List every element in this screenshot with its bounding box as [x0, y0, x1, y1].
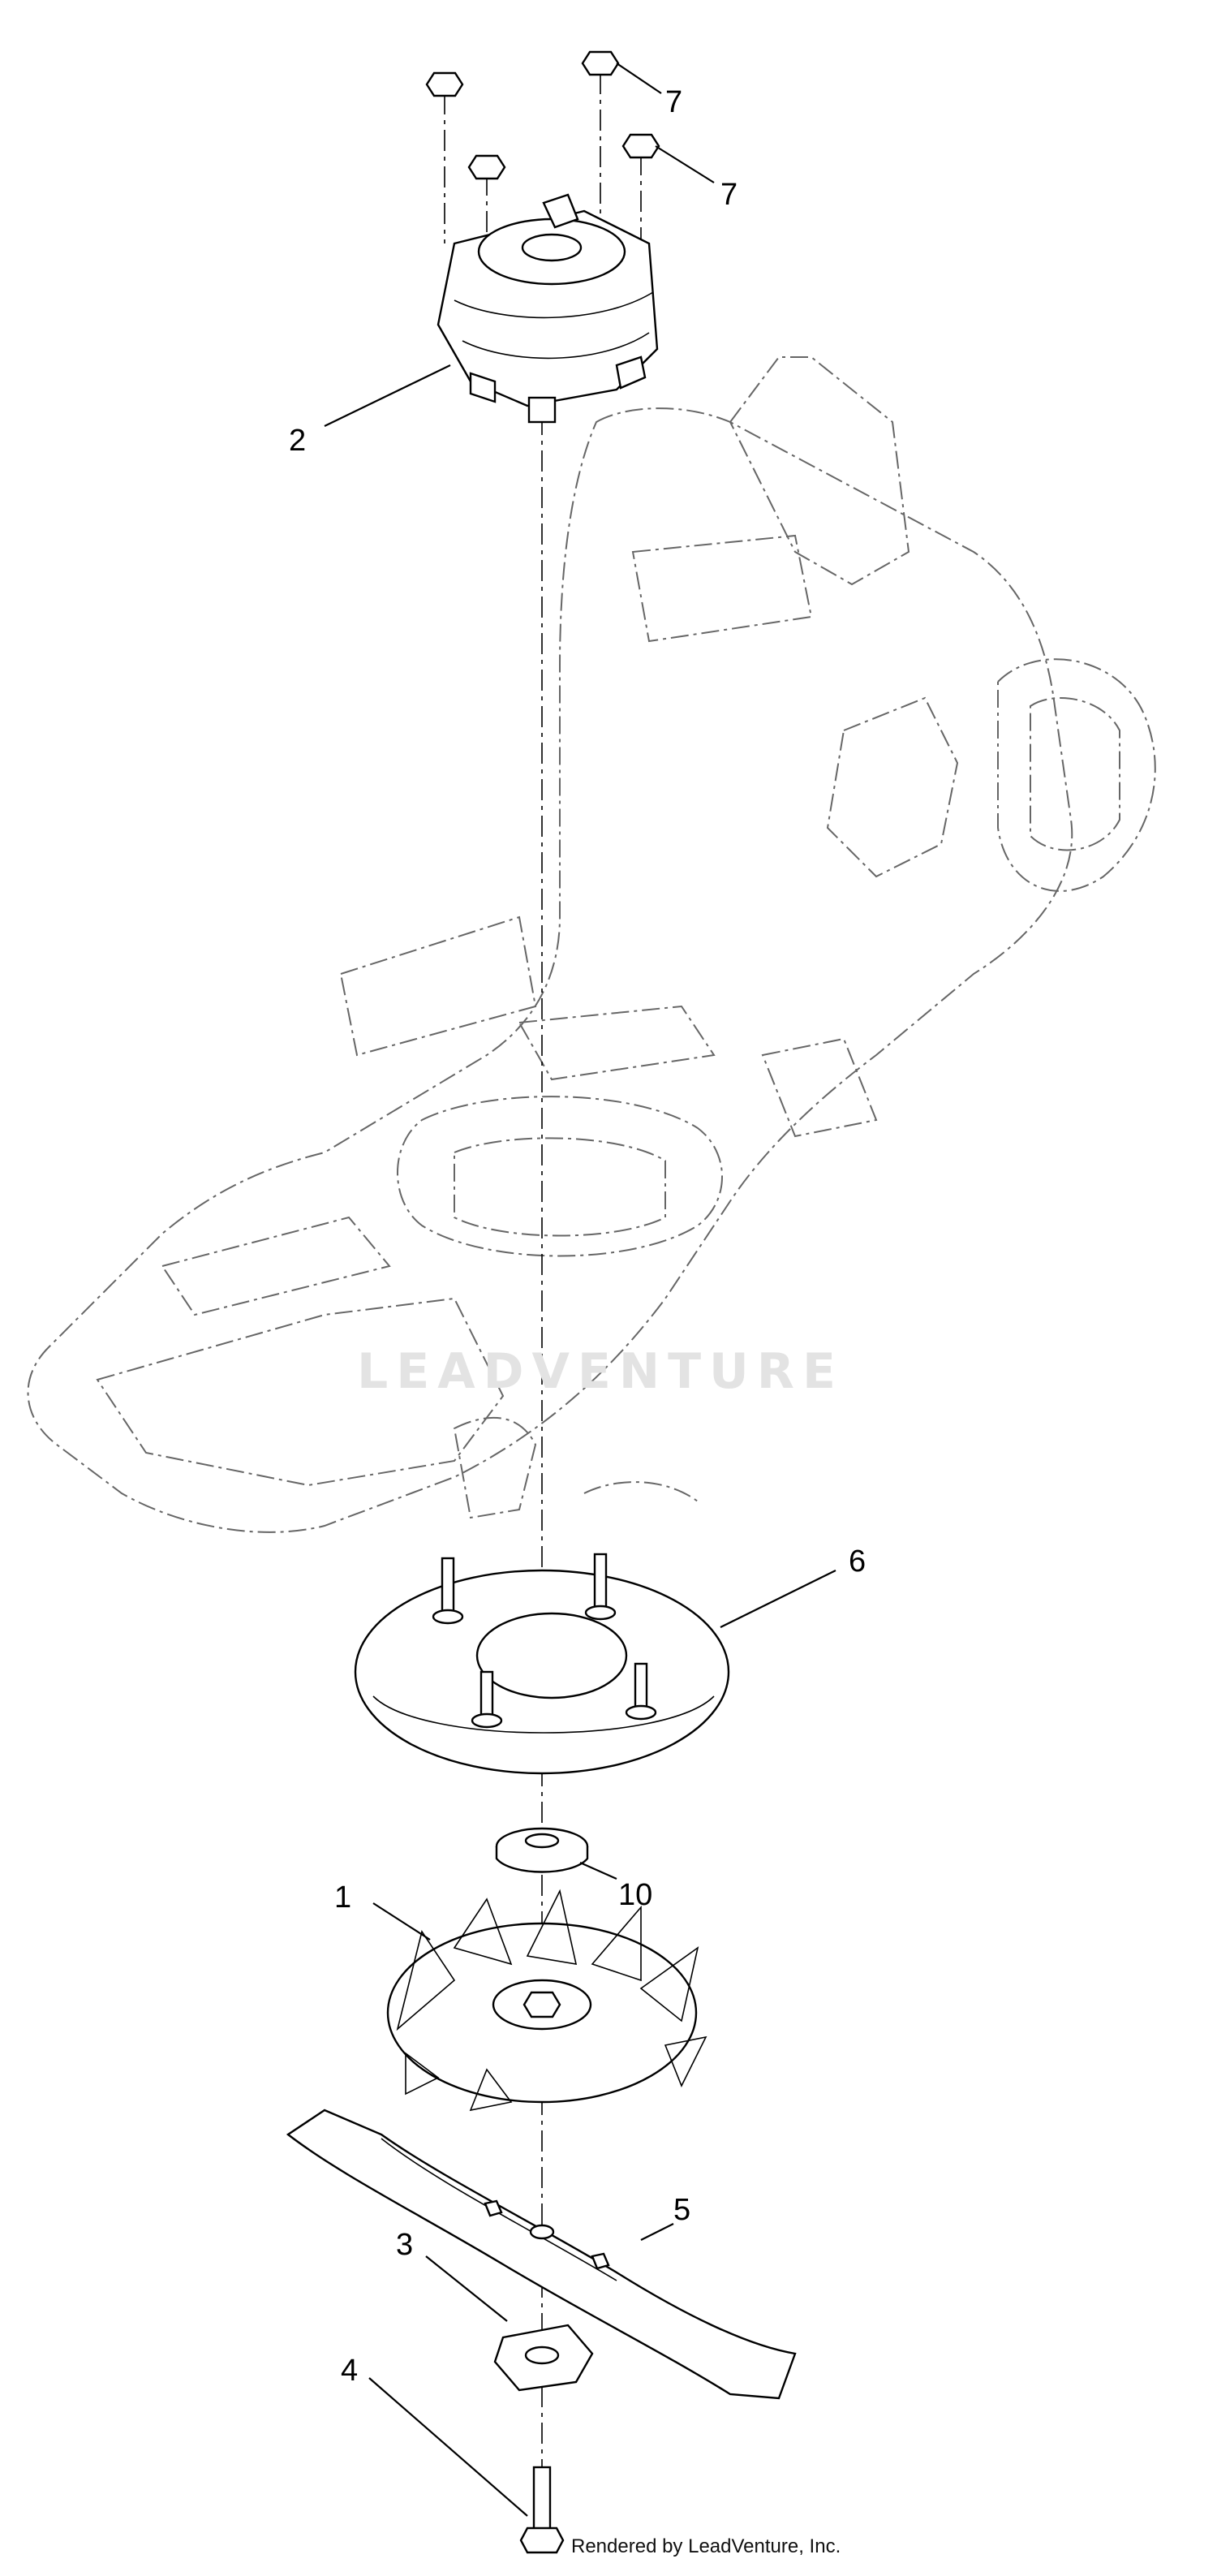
callout-4: 4	[341, 2354, 358, 2388]
callout-3: 3	[396, 2228, 413, 2262]
callout-labels: 7 7 2 6 10 1 5 3 4	[289, 85, 866, 2388]
mower-deck-outline	[27, 356, 1156, 1533]
leader-lines	[324, 62, 836, 2517]
bolt-part	[519, 2466, 565, 2554]
nut-parts	[425, 50, 660, 180]
washer-part	[493, 2324, 594, 2392]
fan-part	[386, 1889, 707, 2112]
watermark-text: LEADVENTURE	[357, 1343, 844, 1400]
footer-credit: Rendered by LeadVenture, Inc.	[571, 2535, 841, 2557]
callout-5: 5	[673, 2193, 690, 2227]
callout-10: 10	[618, 1878, 652, 1912]
callout-7a: 7	[665, 85, 682, 119]
callout-2: 2	[289, 424, 306, 458]
baffle-plate-part	[354, 1553, 730, 1775]
callout-6: 6	[849, 1544, 866, 1579]
callout-7b: 7	[720, 178, 738, 212]
motor-part	[436, 193, 659, 424]
adapter-part	[495, 1827, 589, 1873]
callout-1: 1	[334, 1880, 351, 1915]
blade-part	[286, 2109, 797, 2400]
